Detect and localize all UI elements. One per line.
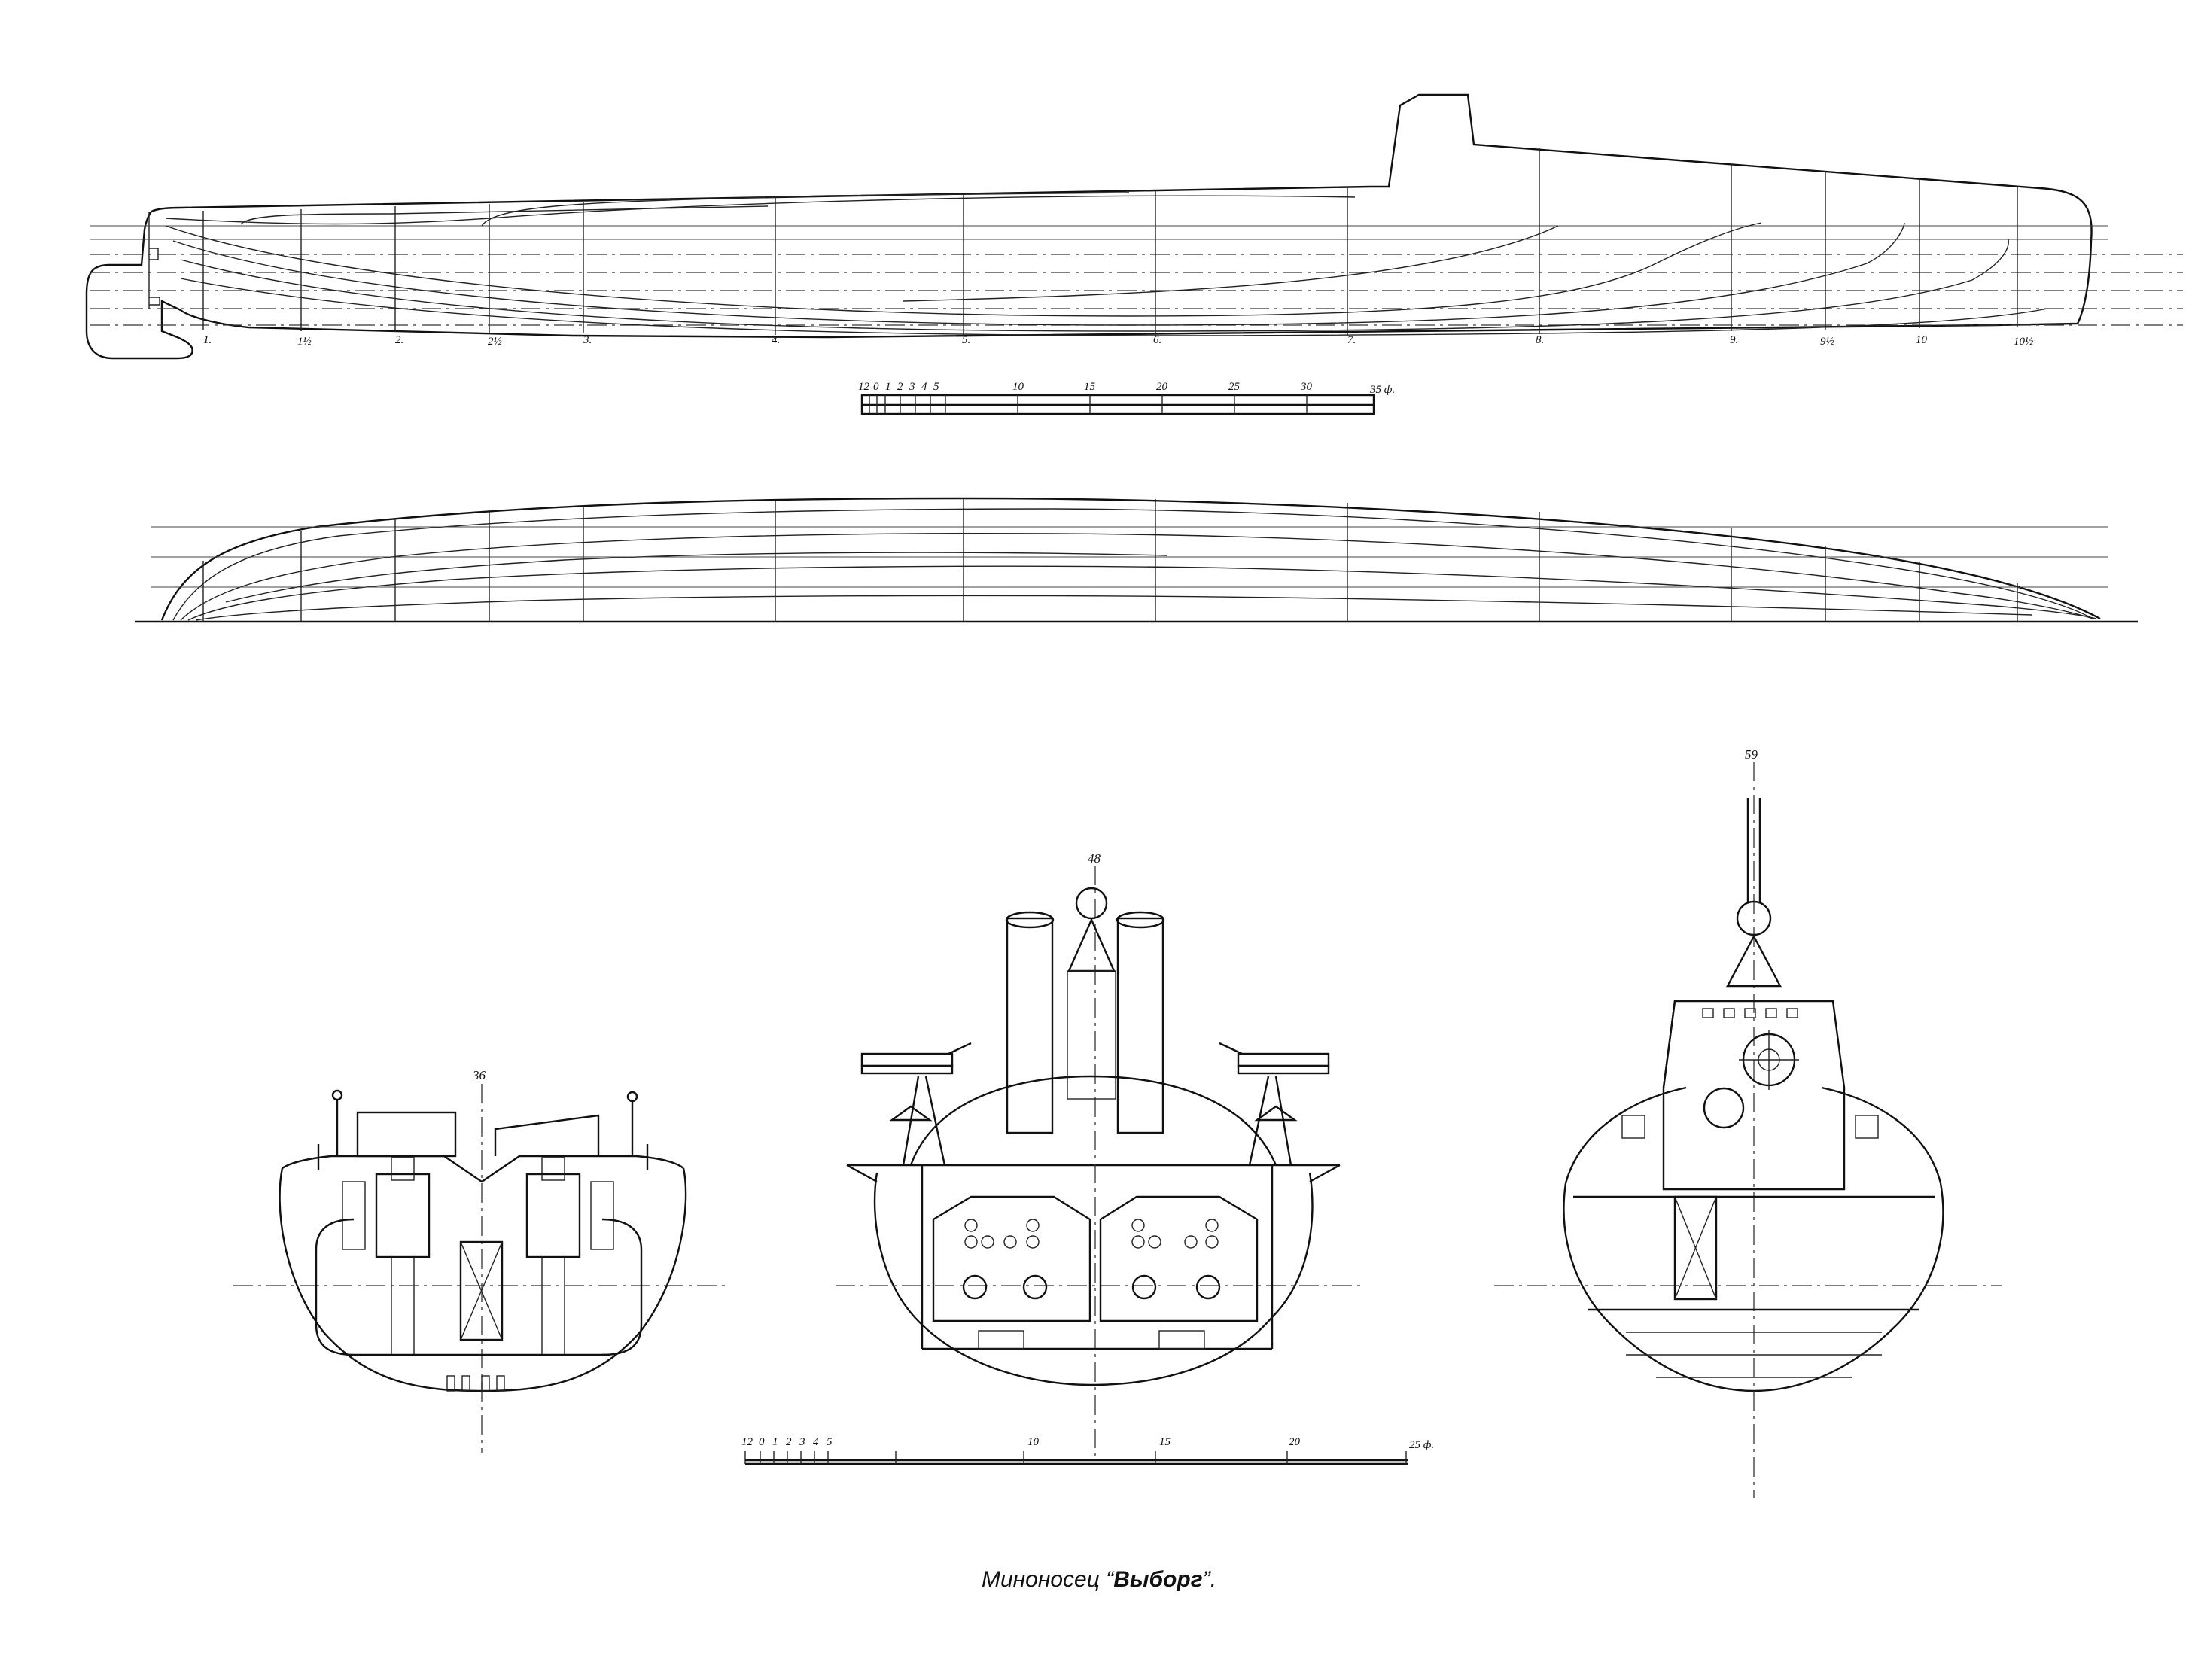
station-label: 6. [1153, 334, 1161, 346]
scale-tick-label: 1 [885, 381, 891, 393]
station-label: 3. [583, 334, 592, 346]
half-breadth-plan [135, 497, 2138, 623]
half-breadth-stations [202, 498, 2018, 622]
scale-tick-label: 12 [858, 381, 870, 393]
sheer-plan-stations [202, 148, 2018, 336]
section-label: 48 [1088, 851, 1101, 866]
station-label: 8. [1536, 334, 1544, 346]
station-label: 10½ [2014, 336, 2033, 348]
deck-gun-port [860, 1042, 972, 1166]
station-label: 9½ [1820, 336, 1834, 348]
scale-tick-label: 25 [1228, 381, 1241, 393]
scale-tick-label: 25 ф. [1409, 1439, 1434, 1451]
scale-tick-label: 35 ф. [1369, 384, 1395, 396]
scale-tick-label: 15 [1084, 381, 1096, 393]
scale-tick-label: 4 [921, 381, 927, 393]
caption-ship-name: Выборг [1113, 1567, 1203, 1592]
sheer-plan: 1. 1½ 2. 2½ 3. 4. 5. 6. 7. 8. 9. 9½ 10 1… [85, 93, 2183, 360]
scale-tick-label: 10 [1027, 1436, 1040, 1448]
station-label: 5. [962, 334, 970, 346]
scale-tick-label: 3 [799, 1436, 805, 1448]
scale-tick-label: 0 [759, 1436, 765, 1448]
section-label: 36 [472, 1068, 486, 1082]
scale-bar-top: 12 0 1 2 3 4 5 10 15 20 25 30 35 ф. [858, 381, 1395, 415]
scale-tick-label: 3 [909, 381, 915, 393]
sheer-plan-hull-outline [85, 93, 2093, 360]
scale-tick-label: 2 [897, 381, 903, 393]
sheer-plan-stern-detail [148, 212, 160, 309]
scale-tick-label: 20 [1289, 1436, 1301, 1448]
sheer-plan-station-labels: 1. 1½ 2. 2½ 3. 4. 5. 6. 7. 8. 9. 9½ 10 1… [203, 334, 2033, 348]
station-label: 10 [1916, 334, 1928, 346]
section-48-boiler-room: 48 [836, 851, 1362, 1460]
station-label: 1½ [297, 336, 312, 348]
scale-tick-label: 5 [933, 381, 939, 393]
section-label: 59 [1745, 747, 1758, 762]
station-label: 2½ [488, 336, 502, 348]
station-label: 4. [772, 334, 780, 346]
station-label: 2. [395, 334, 403, 346]
station-label: 7. [1347, 334, 1356, 346]
drawing-caption: Миноносец “Выборг”. [0, 1567, 2198, 1593]
scale-tick-label: 5 [827, 1436, 833, 1448]
station-label: 9. [1730, 334, 1738, 346]
boiler-tubes [962, 1219, 1221, 1300]
section-59-conning-tower: 59 [1494, 747, 2002, 1498]
scale-tick-label: 15 [1159, 1436, 1171, 1448]
scale-tick-label: 12 [741, 1436, 753, 1448]
station-label: 1. [203, 334, 212, 346]
scale-tick-label: 10 [1012, 381, 1024, 393]
scale-bar-bottom: 12 0 1 2 3 4 5 10 15 20 25 ф. [741, 1436, 1434, 1465]
scale-tick-label: 30 [1300, 381, 1313, 393]
scale-tick-label: 2 [786, 1436, 792, 1448]
scale-tick-label: 1 [772, 1436, 778, 1448]
caption-prefix: Миноносец “ [981, 1567, 1114, 1592]
caption-suffix: ”. [1202, 1567, 1217, 1592]
scale-tick-label: 0 [873, 381, 879, 393]
scale-tick-label: 20 [1156, 381, 1168, 393]
deck-gun-starboard [1219, 1042, 1330, 1166]
section-36-engine-room: 36 [233, 1068, 726, 1453]
scale-tick-label: 4 [813, 1436, 819, 1448]
